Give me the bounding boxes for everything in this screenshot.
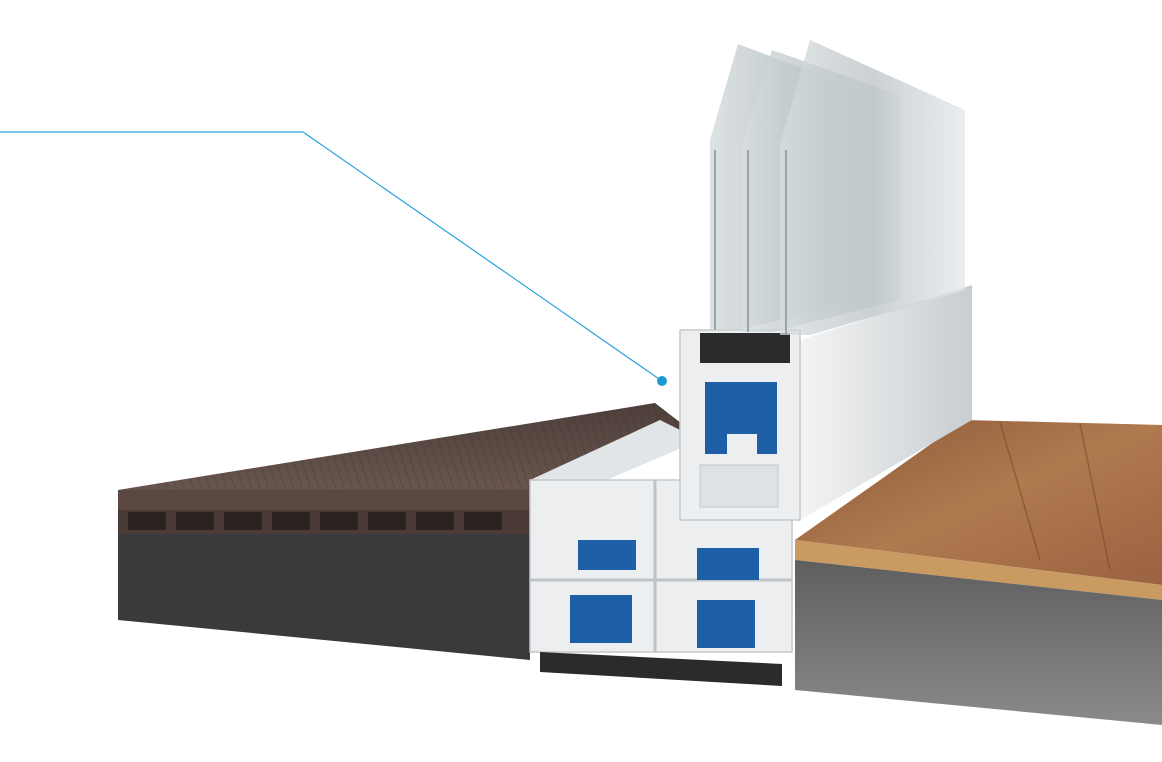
steel-reinforcement-upper-left <box>578 540 636 570</box>
wood-floor-top <box>795 420 1162 585</box>
threshold-profile <box>529 420 793 686</box>
steel-reinforcement-lower-left <box>570 595 632 643</box>
sash-inner-chamber <box>699 464 779 508</box>
sash-steel-reinforcement <box>705 382 777 454</box>
callout-line <box>0 131 663 382</box>
decking-hollow-chambers <box>118 510 530 534</box>
callout-dot <box>657 376 667 386</box>
callout <box>0 131 667 386</box>
decking-base-block <box>118 534 530 660</box>
cork-layer <box>795 540 1162 600</box>
sash-side-face <box>800 285 972 520</box>
glass-pane-3 <box>780 40 965 335</box>
sash-profile <box>679 285 972 521</box>
sash-gasket-block <box>700 333 790 363</box>
wood-floor <box>795 420 1162 725</box>
triple-glazing <box>710 40 965 335</box>
composite-decking <box>118 403 690 660</box>
decking-board-face <box>118 490 530 510</box>
concrete-base <box>795 560 1162 725</box>
decking-ridges <box>118 403 690 495</box>
steel-reinforcement-lower-right <box>697 600 755 648</box>
steel-reinforcement-upper-right <box>697 548 759 580</box>
threshold-bottom-gasket <box>540 652 782 686</box>
